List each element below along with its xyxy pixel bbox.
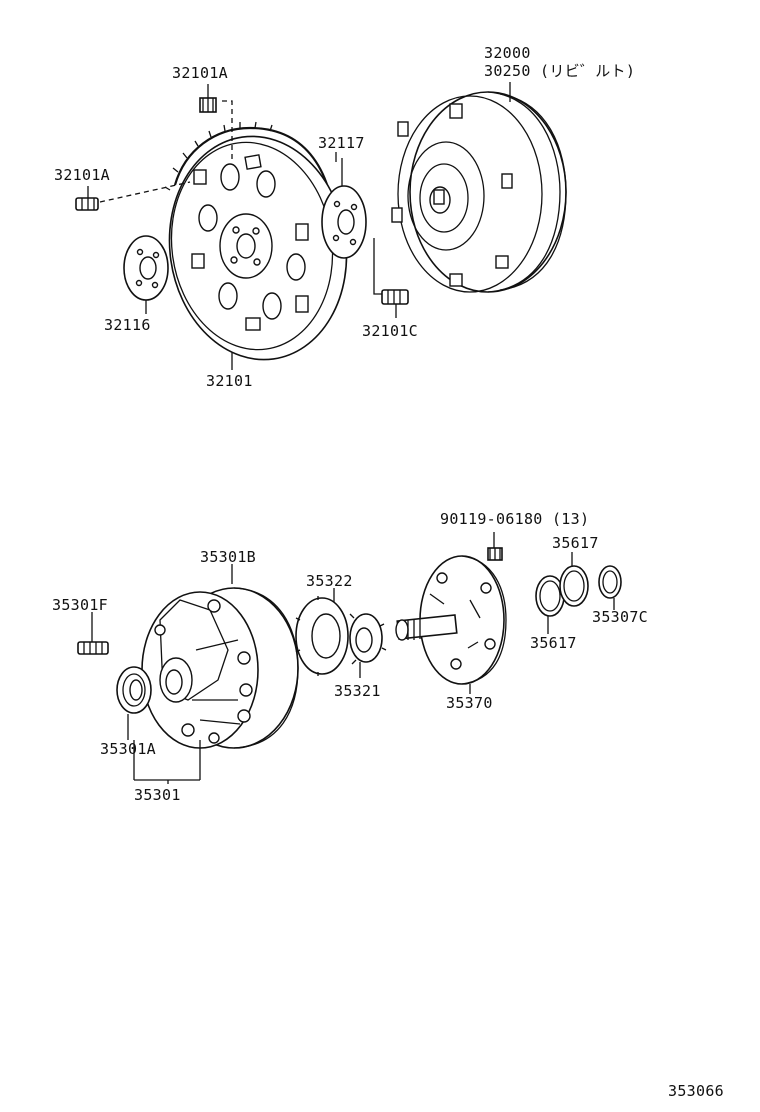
bolt-90119-06180[interactable] xyxy=(487,532,503,561)
oil-pump-body-35301B[interactable] xyxy=(141,587,299,749)
label-35322: 35322 xyxy=(306,572,353,590)
label-35370: 35370 xyxy=(446,694,493,712)
label-32101: 32101 xyxy=(206,372,253,390)
label-35301B: 35301B xyxy=(200,548,256,566)
label-35617-top: 35617 xyxy=(552,534,599,552)
bolt-32101C[interactable] xyxy=(373,238,409,305)
stator-shaft-35370[interactable] xyxy=(395,555,507,685)
driven-gear-35322[interactable] xyxy=(295,596,349,676)
drive-plate-32101[interactable] xyxy=(155,121,360,371)
label-32101C: 32101C xyxy=(362,322,418,340)
label-35307C: 35307C xyxy=(592,608,648,626)
leader-lines xyxy=(87,82,615,784)
label-35321: 35321 xyxy=(334,682,381,700)
label-90119-06180: 90119-06180 (13) xyxy=(440,510,589,528)
label-35301A: 35301A xyxy=(100,740,156,758)
torque-converter-32000[interactable] xyxy=(391,91,567,293)
plate-32116[interactable] xyxy=(123,235,169,301)
oil-seal-35301A[interactable] xyxy=(116,666,152,714)
ring-35307C[interactable] xyxy=(598,565,622,599)
label-32000: 32000 xyxy=(484,44,531,62)
label-32101A-top: 32101A xyxy=(172,64,228,82)
label-30250: 30250 (リビ゛ルト) xyxy=(484,62,635,80)
part-labels: 32101A 32101A 32117 32000 30250 (リビ゛ルト) … xyxy=(52,44,724,1100)
label-32116: 32116 xyxy=(104,316,151,334)
label-32101A-left: 32101A xyxy=(54,166,110,184)
bolt-32101A-left[interactable] xyxy=(75,181,191,211)
label-35301: 35301 xyxy=(134,786,181,804)
label-32117: 32117 xyxy=(318,134,365,152)
drive-gear-35321[interactable] xyxy=(349,613,387,665)
plate-32117[interactable] xyxy=(321,158,367,259)
label-35617-bottom: 35617 xyxy=(530,634,577,652)
seal-ring-35617-b[interactable] xyxy=(559,565,589,607)
bolt-35301F[interactable] xyxy=(77,641,109,655)
diagram-id: 353066 xyxy=(668,1082,724,1100)
label-35301F: 35301F xyxy=(52,596,108,614)
